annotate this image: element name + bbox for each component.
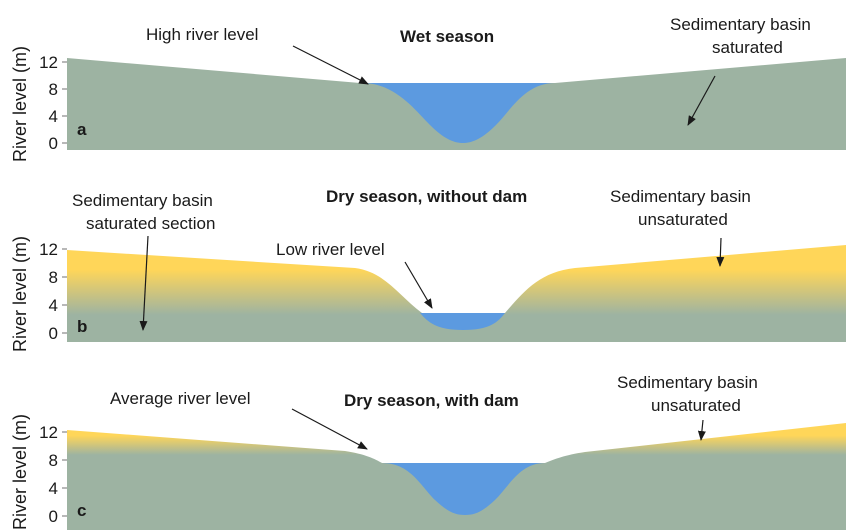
panel-c-right-arrow: [697, 419, 706, 441]
panel-b-tick-8: 8: [49, 268, 58, 287]
panel-a-river-arrow: [292, 45, 369, 85]
panel-c-tick-8: 8: [49, 451, 58, 470]
panel-c-y-axis-label: River level (m): [10, 414, 30, 530]
panel-b-river-water: [420, 313, 505, 330]
panel-a-basin-label-1: Sedimentary basin: [670, 15, 811, 34]
panel-c-letter: c: [77, 501, 86, 520]
panel-b-right-label-2: unsaturated: [638, 210, 728, 229]
panel-a-tick-8: 8: [49, 80, 58, 99]
panel-a-tick-4: 4: [49, 107, 58, 126]
panel-c-tick-4: 4: [49, 479, 58, 498]
panel-c-river-arrow: [291, 408, 368, 450]
panel-c-y-axis: 12 8 4 0: [39, 423, 67, 526]
panel-a-river-label: High river level: [146, 25, 258, 44]
panel-c-river-water: [382, 463, 545, 515]
panel-a-y-axis: 12 8 4 0: [39, 53, 67, 153]
panel-b-tick-0: 0: [49, 324, 58, 343]
panel-c: c Dry season, with dam Average river lev…: [10, 373, 846, 530]
panel-a-river-water: [362, 83, 555, 143]
panel-b-river-label: Low river level: [276, 240, 385, 259]
panel-b-tick-4: 4: [49, 296, 58, 315]
panel-a-tick-12: 12: [39, 53, 58, 72]
panel-c-title: Dry season, with dam: [344, 391, 519, 410]
panel-a-basin-arrow: [687, 75, 716, 126]
panel-a-letter: a: [77, 120, 87, 139]
panel-a-title: Wet season: [400, 27, 494, 46]
panel-b-right-arrow: [716, 237, 725, 267]
panel-b-right-label-1: Sedimentary basin: [610, 187, 751, 206]
panel-b-left-label-1: Sedimentary basin: [72, 191, 213, 210]
panel-a-basin-label-2: saturated: [712, 38, 783, 57]
panel-c-tick-12: 12: [39, 423, 58, 442]
panel-b-y-axis-label: River level (m): [10, 236, 30, 352]
panel-a-y-axis-label: River level (m): [10, 46, 30, 162]
panel-b-river-arrow: [404, 261, 433, 309]
panel-c-tick-0: 0: [49, 507, 58, 526]
panel-b-y-axis: 12 8 4 0: [39, 240, 67, 343]
panel-c-right-label-2: unsaturated: [651, 396, 741, 415]
panel-b-ground: [67, 245, 846, 342]
panel-b-tick-12: 12: [39, 240, 58, 259]
panel-b-letter: b: [77, 317, 87, 336]
panel-b-title: Dry season, without dam: [326, 187, 527, 206]
panel-c-river-label: Average river level: [110, 389, 250, 408]
panel-a: a Wet season High river level Sedimentar…: [10, 15, 846, 162]
panel-b-left-arrow: [139, 235, 149, 331]
panel-a-tick-0: 0: [49, 134, 58, 153]
panel-c-right-label-1: Sedimentary basin: [617, 373, 758, 392]
panel-b-left-label-2: saturated section: [86, 214, 215, 233]
panel-b: b Dry season, without dam Sedimentary ba…: [10, 187, 846, 352]
